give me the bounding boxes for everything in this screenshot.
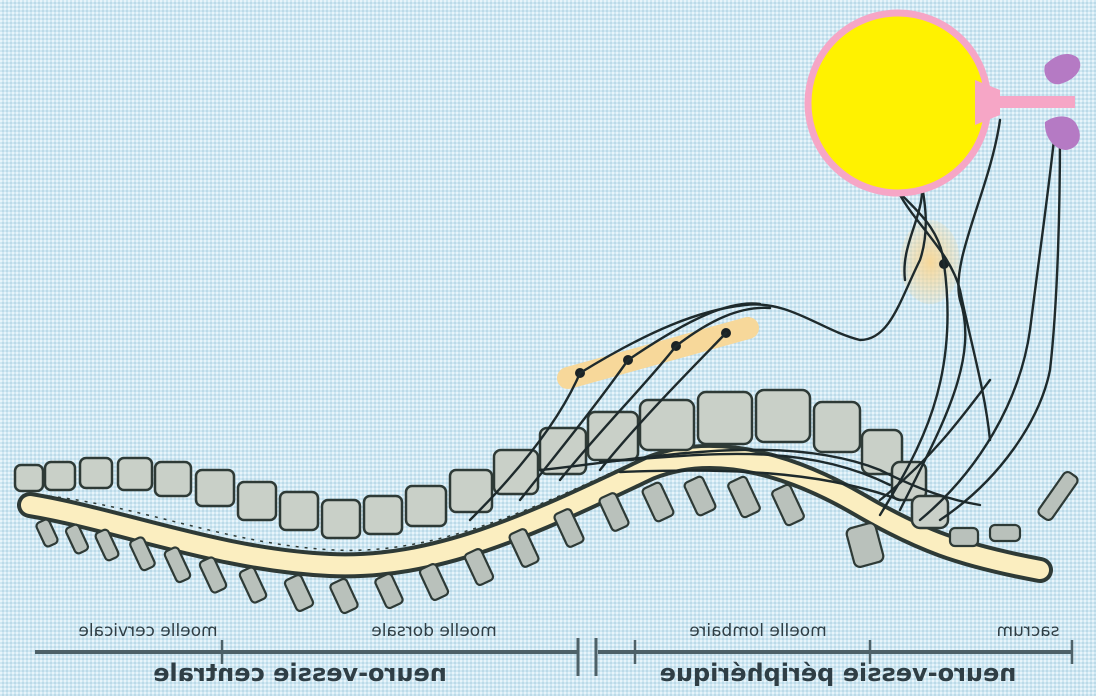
spinous-process [1037, 470, 1080, 522]
label-region-central: neuro-vessie centrale [153, 659, 447, 687]
spinous-process [950, 528, 978, 546]
spinous-process [683, 475, 716, 516]
bladder [808, 13, 1000, 193]
spinous-process [641, 481, 674, 522]
vertebra [118, 458, 152, 490]
label-segment-cervical: moelle cervicale [78, 621, 217, 641]
sympathetic-ganglia [568, 328, 748, 378]
vertebra [45, 462, 75, 490]
vertebra [322, 500, 360, 538]
vertebra [196, 470, 234, 506]
label-segment-sacral: sacrum [997, 621, 1060, 641]
spinous-process [598, 492, 630, 532]
vertebra [814, 402, 860, 452]
vertebra [698, 392, 752, 444]
spinous-process [464, 548, 495, 586]
vertebra [280, 492, 318, 530]
vertebra [238, 482, 276, 520]
vertebra [155, 462, 191, 496]
spinous-process [419, 563, 450, 601]
vertebra [756, 390, 810, 442]
vertebra [80, 458, 112, 488]
label-segment-lumbar: moelle lombaire [689, 621, 826, 641]
spinous-process [771, 484, 805, 527]
label-region-peripheral: neuro-vessie périphérique [660, 659, 1017, 687]
spinous-process [239, 566, 268, 604]
spinous-process [727, 476, 761, 519]
vertebra [406, 486, 446, 526]
vertebral-column [15, 390, 948, 538]
label-segment-dorsal: moelle dorsale [371, 621, 496, 641]
vertebra [15, 465, 43, 491]
spinous-process [374, 573, 404, 610]
vertebra [364, 496, 402, 534]
urethra [995, 96, 1075, 108]
spinous-process [990, 525, 1020, 541]
spinous-process [284, 574, 315, 612]
vertebra [640, 400, 694, 450]
pelvic-ganglion [900, 220, 960, 304]
spinous-process [329, 578, 359, 615]
vertebra [450, 470, 492, 512]
